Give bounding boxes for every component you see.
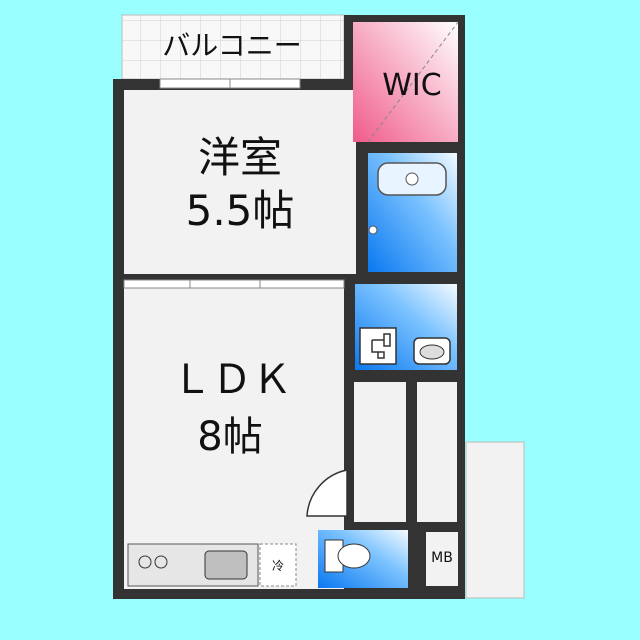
kitchen-sink-icon — [204, 550, 248, 580]
ldk: ＬＤＫ 8帖 — [123, 279, 345, 589]
ldk-name: ＬＤＫ — [172, 357, 292, 403]
entrance-porch — [465, 441, 525, 599]
washroom — [355, 284, 457, 370]
meter-box: MB — [426, 532, 458, 586]
bedroom: 洋室 5.5帖 — [124, 90, 356, 274]
washing-machine-icon — [359, 327, 397, 365]
fridge-label: 冷 — [272, 559, 284, 573]
ldk-size: 8帖 — [197, 414, 262, 460]
wic-label: WIC — [382, 68, 441, 103]
bedroom-size: 5.5帖 — [186, 186, 295, 235]
stove-icon — [138, 555, 168, 569]
toilet — [318, 530, 408, 588]
sink-icon — [413, 337, 451, 365]
mb-label: MB — [431, 550, 453, 566]
bedroom-name: 洋室 — [198, 133, 282, 182]
balcony: バルコニー — [121, 14, 345, 80]
fridge-space — [259, 543, 297, 587]
wic: WIC — [344, 15, 465, 143]
bathroom — [368, 153, 457, 272]
hallway — [306, 382, 457, 522]
balcony-label: バルコニー — [162, 29, 301, 62]
balcony-window — [159, 78, 301, 89]
kitchen-counter: 冷 — [127, 543, 297, 587]
